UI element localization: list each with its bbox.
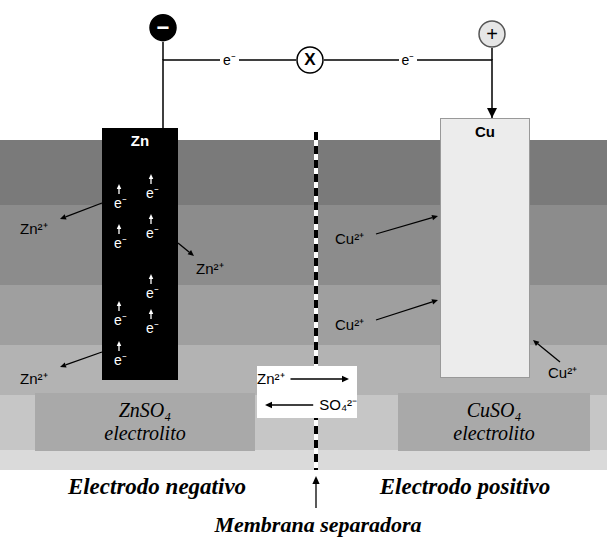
ion-arrow-head xyxy=(188,250,194,256)
electron-arrow-head xyxy=(117,184,122,189)
ion-arrow xyxy=(66,203,102,217)
ion-arrow xyxy=(178,243,189,252)
wire-label: e⁻ xyxy=(399,52,418,68)
electrode-caption: Electrodo positivo xyxy=(380,474,551,500)
ion-arrow-head xyxy=(431,299,438,304)
ion-arrow-head xyxy=(60,214,67,219)
ion-flow-arrow-head xyxy=(342,376,349,382)
ion-arrow-head xyxy=(60,362,67,367)
node-text: − xyxy=(157,15,170,40)
node-text: Cu xyxy=(475,123,495,140)
ion-arrow xyxy=(376,218,432,234)
electron-arrow-head xyxy=(149,309,154,314)
node-text: CuSO₄ electrolito xyxy=(432,399,557,445)
terminal-circle xyxy=(297,47,323,73)
terminal-stub xyxy=(162,42,164,60)
electron-wire xyxy=(324,60,492,118)
electron-label: e⁻ xyxy=(146,185,159,201)
electron-arrow xyxy=(150,179,151,184)
ion-label: Zn²⁺ xyxy=(20,370,48,387)
ion-formula: Zn²⁺ xyxy=(257,370,285,387)
ion-formula: SO₄²⁻ xyxy=(319,396,357,413)
ion-flow-arrow-head xyxy=(265,402,272,408)
membrane-pointer xyxy=(315,484,316,508)
meter-symbol: X xyxy=(296,46,324,74)
electron-arrow-head xyxy=(149,214,154,219)
electron-label: e⁻ xyxy=(146,285,159,301)
ion-arrow-head xyxy=(431,215,438,220)
ion-flow-arrow xyxy=(291,378,343,379)
electron-label: e⁻ xyxy=(114,235,127,251)
terminal-circle xyxy=(479,21,505,47)
electron-arrow-head xyxy=(149,274,154,279)
negative-terminal: − xyxy=(149,13,177,42)
positive-terminal: + xyxy=(478,20,506,48)
electron-arrow xyxy=(118,306,119,311)
electron-arrow xyxy=(118,346,119,351)
electron-label: e⁻ xyxy=(114,312,127,328)
node-text: Zn xyxy=(131,132,149,149)
electron-arrow xyxy=(150,314,151,319)
electron-arrow xyxy=(150,279,151,284)
wire-label: e⁻ xyxy=(220,52,239,68)
electron-arrow xyxy=(118,189,119,194)
electron-arrow-head xyxy=(149,174,154,179)
ion-arrow xyxy=(66,352,102,365)
electron-arrow xyxy=(150,219,151,224)
electron-label: e⁻ xyxy=(146,225,159,241)
electron-label: e⁻ xyxy=(146,320,159,336)
electrode-caption: Electrodo negativo xyxy=(68,474,246,500)
ion-label: Cu²⁺ xyxy=(548,364,577,381)
electron-arrow-head xyxy=(117,341,122,346)
ion-label: Zn²⁺ xyxy=(20,220,48,237)
ion-label: Zn²⁺ xyxy=(196,260,224,277)
node-text: + xyxy=(486,23,498,46)
ion-arrow-head xyxy=(533,340,539,346)
ion-label: Cu²⁺ xyxy=(335,316,364,333)
electron-wire xyxy=(163,60,296,128)
ion-arrow xyxy=(538,344,560,362)
membrane-pointer-head xyxy=(312,476,319,484)
electrolyte-box: CuSO₄ electrolito xyxy=(398,393,590,451)
node-text: ZnSO₄ electrolito xyxy=(83,399,208,445)
copper-electrode: Cu xyxy=(440,118,530,378)
electron-arrow xyxy=(118,229,119,234)
zinc-electrode: Zn xyxy=(102,128,178,380)
electron-label: e⁻ xyxy=(114,195,127,211)
node-text: X xyxy=(304,50,315,70)
terminal-stub xyxy=(491,48,493,60)
electron-arrow-head xyxy=(117,301,122,306)
band xyxy=(0,450,607,470)
ion-arrow xyxy=(376,302,432,320)
electron-label: e⁻ xyxy=(114,352,127,368)
terminal-circle xyxy=(150,15,176,41)
ion-flow-arrow xyxy=(272,404,313,405)
ion-flow-box: Zn²⁺ SO₄²⁻ xyxy=(257,366,357,418)
membrane-base xyxy=(314,132,318,470)
membrane-caption: Membrana separadora xyxy=(214,512,421,537)
ion-label: Cu²⁺ xyxy=(335,230,364,247)
electron-arrows xyxy=(102,128,178,380)
membrane-dashes xyxy=(314,132,318,470)
electrolyte-box: ZnSO₄ electrolito xyxy=(35,393,255,451)
electron-arrow-head xyxy=(117,224,122,229)
